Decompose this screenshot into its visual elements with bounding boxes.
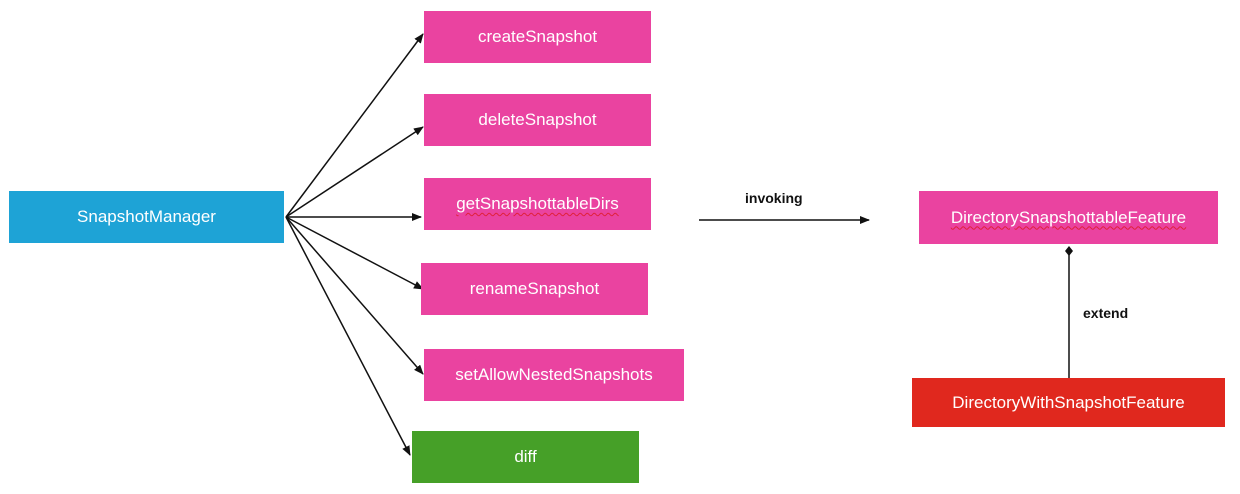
create-snapshot-node: createSnapshot [424, 11, 651, 63]
rename-snapshot-node: renameSnapshot [421, 263, 648, 315]
create-snapshot-label: createSnapshot [477, 27, 598, 46]
directory-with-snapshot-feature-node: DirectoryWithSnapshotFeature [912, 378, 1225, 427]
get-snapshottable-dirs-label: getSnapshottableDirs [456, 194, 619, 213]
edge-manager-to-set-allow-nested-snapshots [285, 216, 424, 375]
edge-manager-to-delete-snapshot [285, 126, 424, 218]
invoking-edge-label: invoking [745, 190, 803, 206]
diff-node: diff [412, 431, 639, 483]
directory-snapshottable-feature-label: DirectorySnapshottableFeature [950, 207, 1187, 227]
edge-manager-to-rename-snapshot [285, 216, 424, 290]
edge-extend-diamond [1065, 246, 1073, 256]
edge-manager-to-diff [285, 216, 411, 456]
snapshot-manager-node: SnapshotManager [9, 191, 284, 243]
directory-snapshottable-feature-node: DirectorySnapshottableFeature [919, 191, 1218, 244]
edge-manager-to-create-snapshot [285, 33, 424, 218]
delete-snapshot-node: deleteSnapshot [424, 94, 651, 146]
get-snapshottable-dirs-node: getSnapshottableDirs [424, 178, 651, 230]
extend-edge-label: extend [1083, 305, 1129, 321]
snapshot-manager-label: SnapshotManager [77, 207, 216, 226]
set-allow-nested-snapshots-label: setAllowNestedSnapshots [455, 365, 653, 384]
diff-label: diff [514, 447, 537, 466]
set-allow-nested-snapshots-node: setAllowNestedSnapshots [424, 349, 684, 401]
rename-snapshot-label: renameSnapshot [469, 279, 600, 298]
delete-snapshot-label: deleteSnapshot [478, 110, 597, 129]
directory-with-snapshot-feature-label: DirectoryWithSnapshotFeature [952, 392, 1185, 412]
